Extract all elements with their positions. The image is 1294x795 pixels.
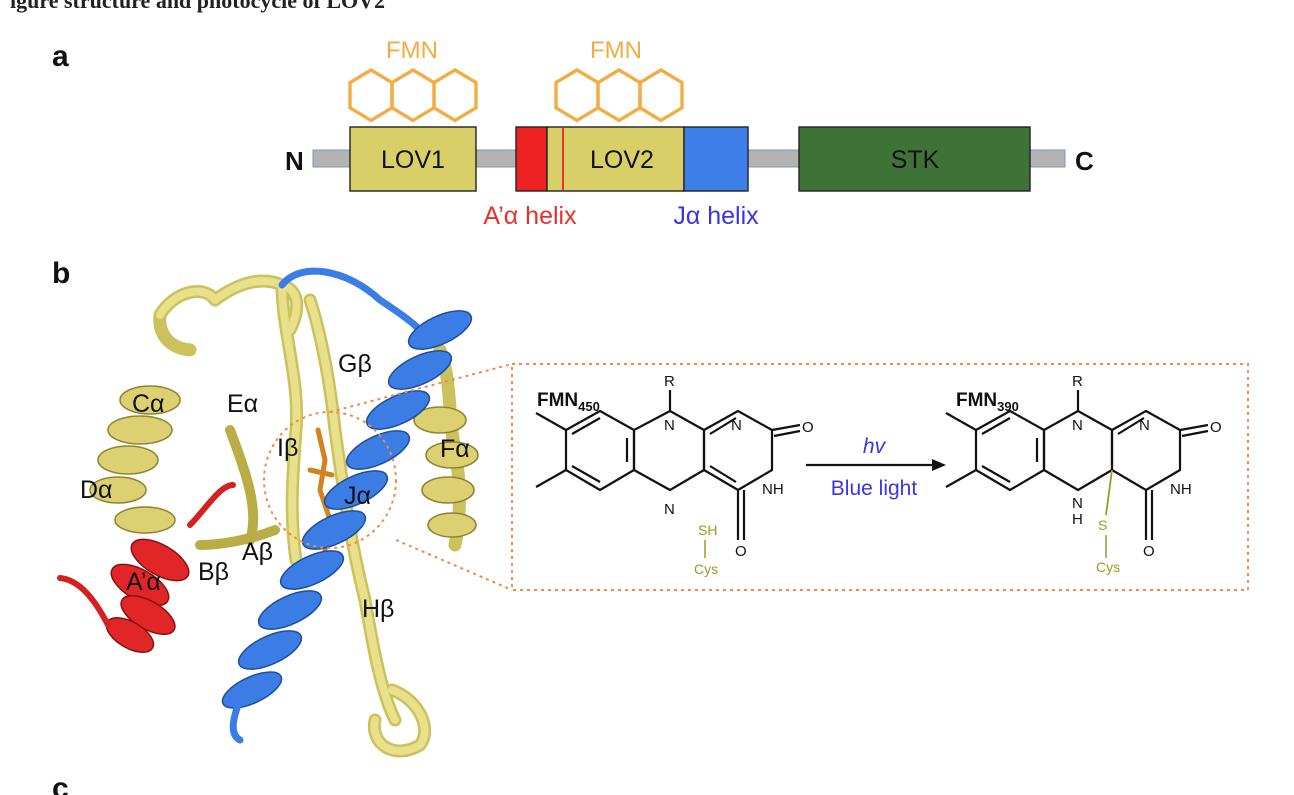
label-i-beta: Iβ [277, 434, 298, 462]
fmn450-sub: 450 [578, 399, 600, 414]
label-f-alpha: Fα [440, 435, 470, 463]
fmn-label-right: FMN [590, 37, 642, 64]
fmn450-o1: O [802, 419, 814, 436]
zoom-guide-top [329, 363, 513, 413]
label-c-alpha: Cα [132, 390, 165, 418]
fmn450-sh: SH [698, 522, 717, 538]
aprime-helix-label: A’α helix [483, 202, 577, 230]
fmn390-s-bond [1105, 469, 1113, 516]
fmn390-s: S [1098, 517, 1107, 533]
lov2-domain [546, 126, 685, 192]
ja-helix-label: Jα helix [673, 202, 759, 230]
panel-b-label: b [52, 257, 70, 290]
fmn390-nh: NH [1170, 481, 1192, 498]
fmn390-n3: N [1072, 495, 1083, 512]
label-j-alpha: Jα [344, 482, 371, 510]
label-a-beta: Aβ [242, 538, 273, 566]
fmn390-label: FMN390 [956, 390, 1019, 414]
fmn-label-left: FMN [386, 37, 438, 64]
lov1-domain [349, 126, 477, 192]
figure-caption-fragment: igure structure and photocycle of LOV2 [10, 0, 385, 13]
ja-helix-block [683, 126, 749, 192]
label-h-beta: Hβ [362, 595, 394, 623]
arrow-hv-label: hv [863, 435, 887, 458]
reaction-box [511, 363, 1249, 591]
fmn390-n2: N [1139, 417, 1150, 434]
fmn390-main: FMN [956, 390, 997, 411]
stk-domain-label: STK [891, 146, 940, 174]
fmn450-main: FMN [537, 390, 578, 411]
fmn-icon-left [348, 68, 478, 123]
panel-c-label: c [52, 772, 69, 795]
fmn450-n1: N [664, 417, 675, 434]
fmn390-sub: 390 [997, 399, 1019, 414]
fmn390-h: H [1072, 511, 1083, 528]
fmn390-o1: O [1210, 419, 1222, 436]
fmn450-nh: NH [762, 481, 784, 498]
panel-a-label: a [52, 40, 69, 73]
fmn450-n2: N [731, 417, 742, 434]
zoom-guide-bottom [395, 539, 513, 591]
label-e-alpha: Eα [227, 390, 258, 418]
label-aprime-alpha: A’α [126, 568, 161, 596]
fmn450-n3: N [664, 501, 675, 518]
fmn390-cys: Cys [1096, 559, 1120, 575]
stk-domain [798, 126, 1031, 192]
c-terminus-label: C [1075, 146, 1094, 176]
aprime-helix-block [515, 126, 548, 192]
fmn450-label: FMN450 [537, 390, 600, 414]
fmn390-o2: O [1143, 543, 1155, 560]
fmn450-cys: Cys [694, 561, 718, 577]
lov2-ribbon-structure [57, 267, 479, 758]
lov1-domain-label: LOV1 [381, 146, 445, 174]
fmn450-o2: O [735, 543, 747, 560]
label-b-beta: Bβ [198, 558, 229, 586]
fmn450-r: R [664, 373, 675, 390]
fmn450-structure [535, 390, 801, 540]
lov2-domain-label: LOV2 [590, 146, 654, 174]
arrow-blue-light-label: Blue light [831, 477, 918, 500]
n-terminus-label: N [285, 146, 304, 176]
reaction-arrow [806, 459, 946, 471]
fmn390-n1: N [1072, 417, 1083, 434]
label-d-alpha: Dα [80, 476, 113, 504]
label-g-beta: Gβ [338, 350, 372, 378]
fmn390-r: R [1072, 373, 1083, 390]
fmn-icon-right [554, 68, 684, 123]
